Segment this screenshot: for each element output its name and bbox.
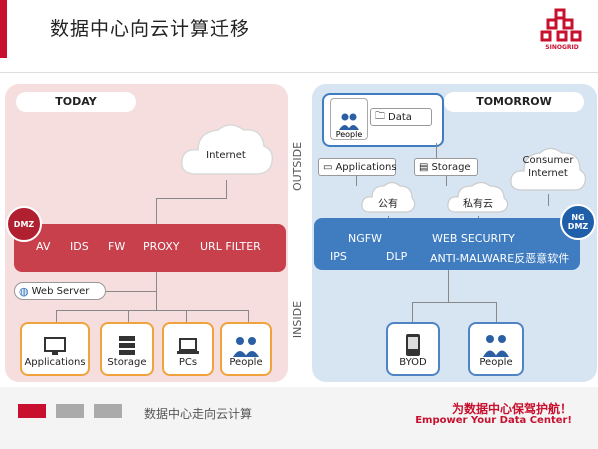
public-cloud: 公有 — [360, 178, 416, 216]
internet-cloud: Internet — [178, 118, 274, 180]
band-item: PROXY — [143, 240, 180, 253]
globe-icon: ◍ — [19, 284, 29, 298]
sinogrid-logo: SINOGRID — [540, 8, 584, 52]
web-server-box: ◍ Web Server — [14, 282, 106, 300]
applications-box-label: Applications — [335, 161, 397, 173]
connector — [156, 198, 227, 199]
smartphone-icon — [406, 334, 420, 356]
pcs-label: PCs — [178, 357, 198, 368]
connector — [356, 176, 357, 186]
connector — [548, 194, 549, 206]
tomorrow-label: TOMORROW — [444, 92, 584, 112]
footer-page-indicator — [56, 404, 84, 418]
web-server-label: Web Server — [31, 285, 90, 297]
connector — [128, 310, 129, 322]
band-item: URL FILTER — [200, 240, 261, 253]
footer-caption: 数据中心走向云计算 — [144, 407, 253, 421]
band-item: AV — [36, 240, 51, 253]
private-cloud-label: 私有云 — [463, 199, 493, 210]
applications-label: Applications — [24, 357, 86, 368]
people-mini-card: People — [330, 98, 368, 140]
monitor-icon: ▭ — [323, 161, 333, 173]
consumer-internet-label: Consumer Internet — [508, 154, 588, 180]
dmz-badge: DMZ — [6, 206, 42, 242]
band-item: ANTI-MALWARE反恶意软件 — [430, 252, 570, 265]
band-item: FW — [108, 240, 126, 253]
internet-cloud-label: Internet — [206, 150, 246, 161]
people-icon — [339, 113, 359, 130]
people-card-left: People — [220, 322, 272, 376]
data-box: 🗀 Data — [370, 108, 432, 126]
connector — [156, 272, 157, 310]
connector — [186, 310, 187, 322]
connector — [436, 143, 437, 158]
storage-label: Storage — [107, 357, 147, 368]
byod-card: BYOD — [386, 322, 440, 376]
connector — [56, 310, 57, 322]
inside-label: INSIDE — [291, 300, 305, 339]
people-icon — [233, 337, 259, 357]
security-stack-band-tomorrow — [314, 218, 580, 270]
internet-line: Internet — [528, 168, 568, 179]
applications-box: ▭ Applications — [318, 158, 397, 176]
pcs-card: PCs — [162, 322, 214, 376]
band-item: IDS — [70, 240, 89, 253]
byod-label: BYOD — [399, 357, 427, 368]
laptop-icon — [177, 338, 199, 354]
private-cloud: 私有云 — [446, 178, 510, 216]
band-item: DLP — [386, 250, 408, 263]
connector — [156, 198, 157, 224]
security-stack-band-today — [14, 224, 286, 272]
monitor-icon — [44, 337, 66, 355]
center-column — [289, 84, 311, 382]
connector — [446, 176, 447, 186]
dmz-badge-label: DMZ — [13, 219, 35, 229]
storage-box-label: Storage — [431, 161, 471, 173]
people-label-left: People — [229, 357, 263, 368]
dmz-label: DMZ — [567, 222, 589, 231]
consumer-line: Consumer — [522, 155, 574, 166]
connector — [226, 180, 227, 198]
people-label-right: People — [479, 357, 513, 368]
band-item: WEB SECURITY — [432, 232, 515, 245]
connector — [106, 291, 156, 292]
people-mini-label: People — [335, 130, 363, 139]
footer-page-indicator-active — [18, 404, 46, 418]
storage-icon: ▤ — [419, 161, 429, 173]
people-card-right: People — [468, 322, 524, 376]
connector — [248, 310, 249, 322]
header-divider — [0, 72, 598, 73]
band-item: IPS — [330, 250, 347, 263]
band-item: NGFW — [348, 232, 382, 245]
public-cloud-label: 公有 — [378, 199, 398, 210]
footer-page-indicator — [94, 404, 122, 418]
connector — [412, 302, 413, 322]
ng-dmz-badge: NG DMZ — [560, 204, 596, 240]
applications-card: Applications — [20, 322, 90, 376]
folder-icon: 🗀 — [375, 110, 385, 122]
consumer-internet-cloud: Consumer Internet — [508, 142, 588, 194]
footer-slogan-en: Empower Your Data Center! — [415, 415, 572, 426]
people-icon — [483, 335, 509, 357]
today-label: TODAY — [16, 92, 136, 112]
logo-text: SINOGRID — [545, 44, 579, 51]
page-title: 数据中心向云计算迁移 — [50, 18, 251, 40]
header-accent-bar — [0, 0, 7, 58]
connector — [448, 270, 449, 302]
storage-box: ▤ Storage — [414, 158, 478, 176]
connector — [56, 310, 249, 311]
server-stack-icon — [119, 336, 135, 355]
storage-card: Storage — [100, 322, 154, 376]
connector — [496, 302, 497, 322]
ng-label: NG — [571, 213, 585, 222]
outside-label: OUTSIDE — [291, 141, 305, 192]
data-label: Data — [388, 111, 412, 123]
connector — [412, 302, 496, 303]
footer-slogan-cn: 为数据中心保驾护航！ — [451, 402, 572, 416]
